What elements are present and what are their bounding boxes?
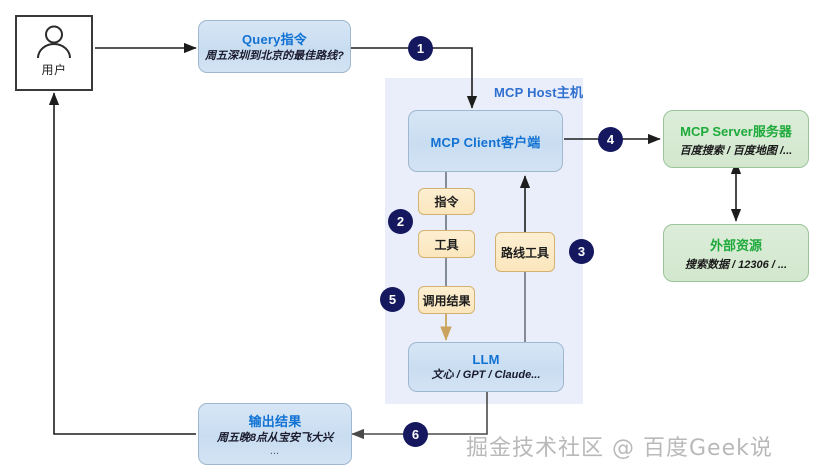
step-badge-5: 5: [381, 288, 404, 311]
output-node[interactable]: 输出结果 周五晚8点从宝安飞大兴 ...: [198, 403, 352, 465]
watermark: 掘金技术社区 @ 百度Geek说: [466, 436, 773, 461]
output-subtitle-2: ...: [270, 444, 280, 457]
llm-subtitle: 文心 / GPT / Claude...: [431, 368, 541, 381]
query-title: Query指令: [242, 32, 307, 48]
query-node[interactable]: Query指令 周五深圳到北京的最佳路线?: [198, 20, 351, 73]
step-badge-6: 6: [404, 423, 427, 446]
mcp-server-title: MCP Server服务器: [680, 123, 792, 139]
output-subtitle: 周五晚8点从宝安飞大兴: [216, 432, 334, 445]
external-resource-subtitle: 搜索数据 / 12306 / ...: [684, 258, 788, 271]
query-subtitle: 周五深圳到北京的最佳路线?: [205, 50, 344, 63]
chain-box-call-result[interactable]: 调用结果: [418, 286, 475, 314]
user-label: 用户: [41, 63, 67, 77]
mcp-host-label: MCP Host主机: [494, 85, 584, 100]
llm-title: LLM: [472, 351, 500, 367]
output-title: 输出结果: [248, 414, 302, 430]
user-node: 用户: [15, 15, 93, 91]
llm-node[interactable]: LLM 文心 / GPT / Claude...: [408, 342, 564, 392]
step-badge-3: 3: [570, 240, 593, 263]
mcp-server-node[interactable]: MCP Server服务器 百度搜索 / 百度地图 /...: [663, 110, 809, 168]
external-resource-title: 外部资源: [709, 237, 762, 253]
step-badge-2: 2: [389, 210, 412, 233]
route-tool-box[interactable]: 路线工具: [495, 232, 555, 272]
mcp-client-title: MCP Client客户端: [430, 134, 541, 150]
external-resource-node[interactable]: 外部资源 搜索数据 / 12306 / ...: [663, 224, 809, 282]
step-badge-4: 4: [599, 128, 622, 151]
step-badge-1: 1: [409, 37, 432, 60]
chain-box-tool[interactable]: 工具: [418, 230, 475, 258]
chain-box-instruction[interactable]: 指令: [418, 188, 475, 215]
mcp-server-subtitle: 百度搜索 / 百度地图 /...: [679, 144, 793, 157]
person-icon: [37, 25, 71, 59]
mcp-client-node[interactable]: MCP Client客户端: [408, 110, 563, 172]
